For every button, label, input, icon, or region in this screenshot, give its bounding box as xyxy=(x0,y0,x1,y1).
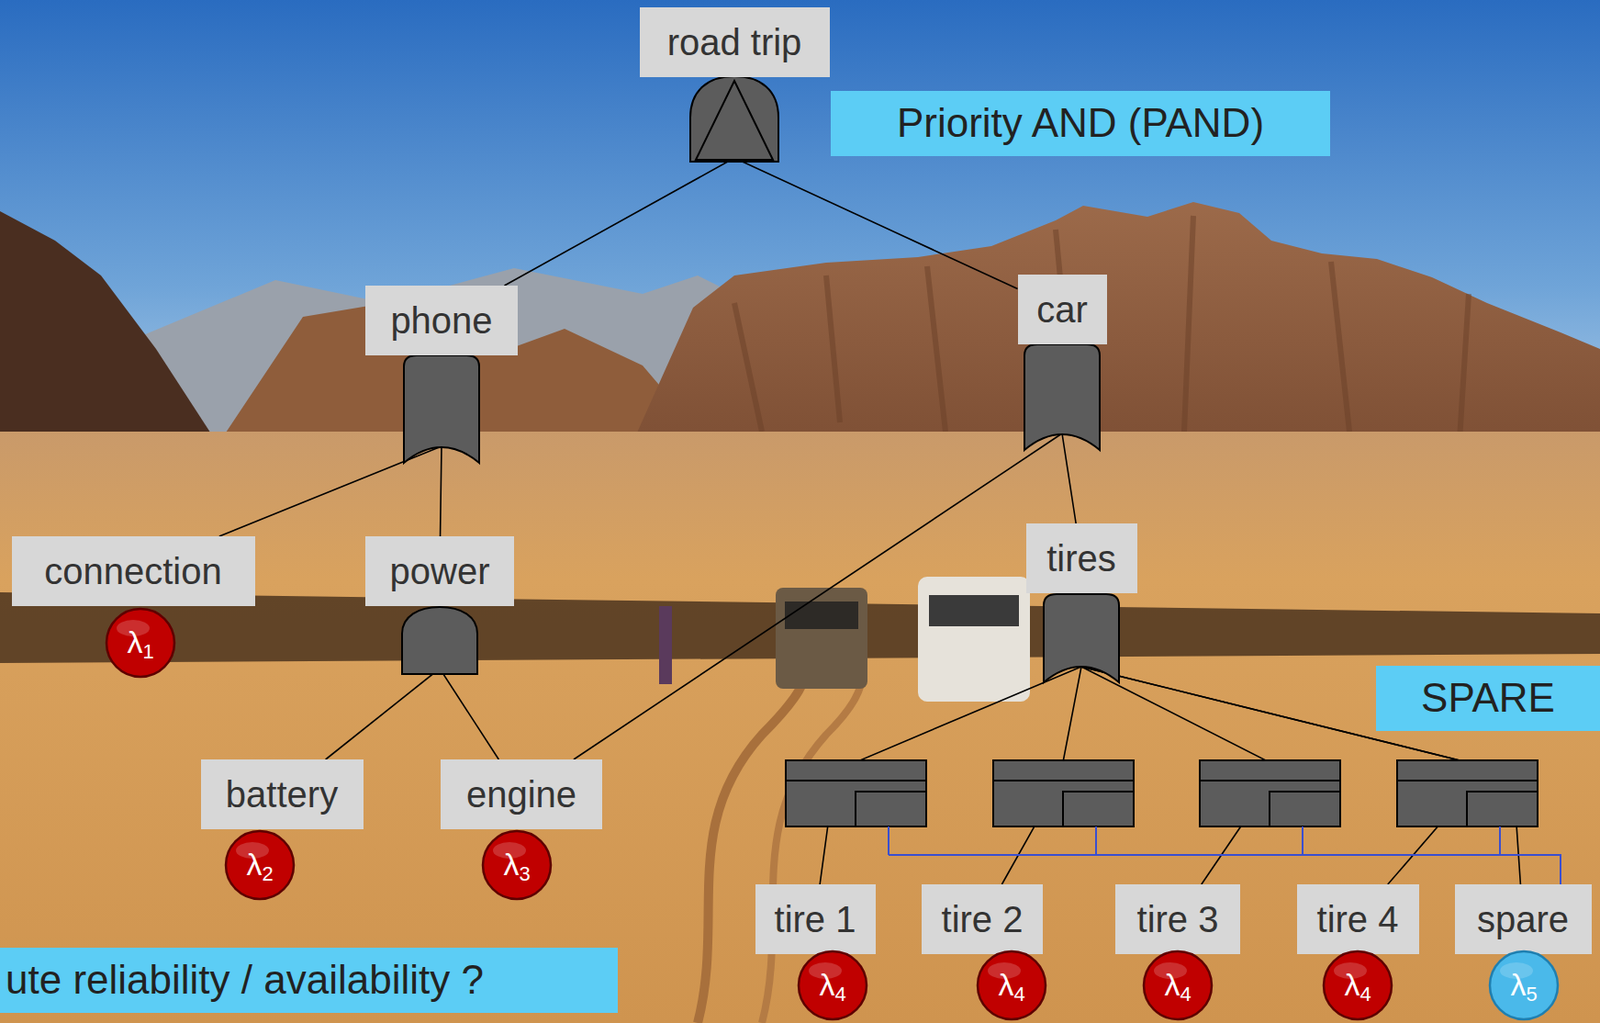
rate-disc xyxy=(1323,951,1392,1019)
gate-connector xyxy=(1081,593,1467,884)
subscript: 1 xyxy=(142,639,154,663)
vehicle xyxy=(775,587,868,689)
callout-band: SPARE xyxy=(1376,665,1600,731)
failure-rate: λ1 xyxy=(126,623,154,662)
event-label-box: tires xyxy=(1026,523,1138,594)
failure-rate-circle: λ5 xyxy=(1488,949,1560,1021)
spare-gate xyxy=(993,760,1134,827)
event-label-box: battery xyxy=(201,759,364,829)
event-name: power xyxy=(390,548,491,594)
rate-disc xyxy=(977,951,1046,1019)
event-name: tires xyxy=(1046,536,1117,581)
event-label-box: tire 4 xyxy=(1297,883,1420,954)
event-name: connection xyxy=(44,548,222,594)
event-name: tire 1 xyxy=(774,896,857,941)
event-label-box: phone xyxy=(365,285,518,356)
pand-gate xyxy=(690,76,779,162)
subscript: 4 xyxy=(834,982,846,1006)
event-label-box: power xyxy=(365,536,515,606)
event-name: battery xyxy=(225,772,338,817)
vehicle-window xyxy=(928,594,1019,627)
person xyxy=(659,605,672,684)
failure-rate: λ4 xyxy=(1163,965,1191,1005)
failure-rate: λ4 xyxy=(1343,965,1371,1005)
rate-disc xyxy=(225,830,294,899)
callout-text: SPARE xyxy=(1420,673,1556,723)
failure-rate-circle: λ4 xyxy=(796,949,869,1021)
failure-rate-circle: λ4 xyxy=(1321,949,1394,1021)
or-gate xyxy=(403,355,480,463)
event-name: car xyxy=(1036,287,1088,332)
failure-rate-circle: λ3 xyxy=(481,828,553,901)
pand-triangle xyxy=(695,80,773,160)
event-name: spare xyxy=(1476,896,1569,941)
spare-sharing-wire xyxy=(888,826,1561,884)
failure-rate-circle: λ2 xyxy=(223,828,296,901)
or-gate xyxy=(1024,344,1100,450)
event-label-box: road trip xyxy=(639,7,830,78)
spare-gate-slot xyxy=(1466,791,1538,827)
event-label-box: car xyxy=(1018,274,1108,345)
subscript: 4 xyxy=(1359,982,1371,1006)
spare-gate xyxy=(1199,760,1341,827)
subscript: 4 xyxy=(1179,982,1191,1006)
track xyxy=(697,660,808,1023)
sand xyxy=(0,431,1600,1023)
or-gate xyxy=(1043,593,1119,683)
failure-rate-circle: λ1 xyxy=(104,606,177,679)
and-gate xyxy=(402,606,478,674)
vehicle-window xyxy=(784,601,859,629)
callout-band: Priority AND (PAND) xyxy=(830,90,1331,157)
rate-disc xyxy=(798,951,867,1019)
failure-rate: λ4 xyxy=(997,965,1025,1005)
callout-band: ute reliability / availability ? xyxy=(0,947,618,1013)
spare-gate xyxy=(785,760,927,827)
spare-gate xyxy=(1397,760,1538,827)
event-name: phone xyxy=(390,298,493,343)
event-name: engine xyxy=(466,772,577,817)
event-name: tire 4 xyxy=(1317,896,1399,941)
rate-disc xyxy=(482,830,551,899)
gate-connector xyxy=(1081,593,1521,884)
failure-rate-circle: λ4 xyxy=(1141,949,1214,1021)
subscript: 2 xyxy=(261,861,273,885)
callout-text: Priority AND (PAND) xyxy=(896,99,1265,148)
event-label-box: tire 2 xyxy=(921,883,1043,954)
event-name: tire 2 xyxy=(941,896,1024,941)
event-name: tire 3 xyxy=(1137,896,1220,941)
spare-gate-slot xyxy=(855,791,927,827)
gate-connector xyxy=(819,593,1082,884)
failure-rate-circle: λ4 xyxy=(975,949,1048,1021)
subscript: 4 xyxy=(1013,982,1025,1006)
event-label-box: spare xyxy=(1454,883,1592,954)
failure-rate: λ5 xyxy=(1510,965,1537,1005)
vehicle xyxy=(917,576,1030,702)
rate-disc xyxy=(1143,951,1212,1019)
event-label-box: engine xyxy=(440,759,603,829)
spare-gate-slot xyxy=(1062,791,1134,827)
cliff-shading xyxy=(734,215,1469,441)
failure-rate: λ4 xyxy=(818,965,846,1005)
spare-gate-slot xyxy=(1269,791,1341,827)
event-label-box: tire 3 xyxy=(1115,883,1241,954)
left-mountain xyxy=(0,211,216,450)
event-label-box: tire 1 xyxy=(755,883,876,954)
failure-rate: λ2 xyxy=(246,845,273,884)
subscript: 3 xyxy=(518,861,530,885)
event-name: road trip xyxy=(667,20,803,65)
sky xyxy=(0,0,1600,478)
rate-disc xyxy=(106,608,175,677)
event-label-box: connection xyxy=(11,536,256,606)
rate-disc xyxy=(1489,951,1558,1019)
spare-gate-divider xyxy=(785,779,1538,782)
callout-text: ute reliability / availability ? xyxy=(5,955,484,1005)
gate-connector xyxy=(573,344,1063,760)
subscript: 5 xyxy=(1525,982,1537,1006)
failure-rate: λ3 xyxy=(503,845,530,884)
